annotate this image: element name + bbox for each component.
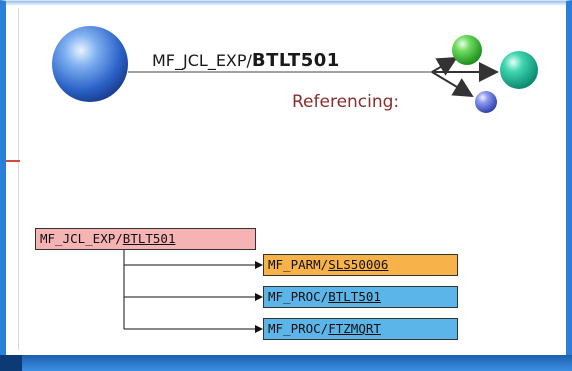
tree-node-proc-2[interactable]: MF_PROC/FTZMQRT [263, 318, 458, 340]
teal-sphere-icon[interactable] [500, 51, 538, 89]
top-gradient-strip [0, 0, 572, 6]
green-sphere-icon[interactable] [452, 35, 482, 65]
arrow-to-small [431, 71, 474, 98]
arrow-to-green [431, 56, 458, 76]
node-prefix: MF_PROC/ [268, 321, 329, 336]
node-prefix: MF_PARM/ [268, 257, 329, 272]
node-link[interactable]: BTLT501 [328, 289, 381, 304]
main-sphere-icon[interactable] [52, 26, 128, 102]
content-panel [18, 8, 563, 350]
tree-node-root[interactable]: MF_JCL_EXP/BTLT501 [35, 228, 256, 250]
small-blue-sphere-icon[interactable] [475, 91, 497, 113]
node-link[interactable]: SLS50006 [328, 257, 389, 272]
source-name: BTLT501 [251, 50, 340, 71]
node-prefix: MF_JCL_EXP/ [40, 231, 123, 246]
source-prefix: MF_JCL_EXP/ [152, 51, 252, 70]
red-marker [6, 160, 20, 162]
source-object-label: MF_JCL_EXP/BTLT501 [152, 50, 340, 71]
tree-node-parm[interactable]: MF_PARM/SLS50006 [263, 254, 458, 276]
tree-node-proc-1[interactable]: MF_PROC/BTLT501 [263, 286, 458, 308]
node-link[interactable]: BTLT501 [122, 231, 176, 246]
node-link[interactable]: FTZMQRT [328, 321, 381, 336]
referencing-label: Referencing: [292, 92, 400, 112]
node-prefix: MF_PROC/ [268, 289, 329, 304]
bottom-band [0, 355, 572, 371]
bottom-band-corner [0, 355, 22, 371]
